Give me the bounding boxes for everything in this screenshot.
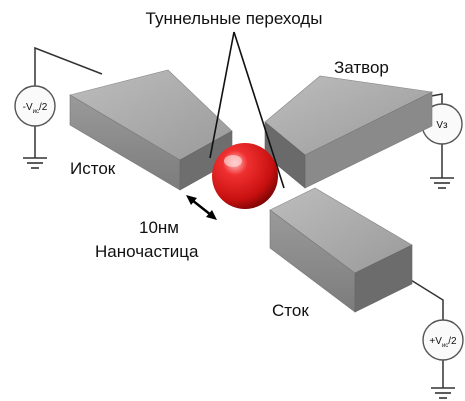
tunnel-junction-pointers xyxy=(209,31,285,189)
drain-voltage-icon: +Vис/2 xyxy=(422,319,464,361)
drain-electrode xyxy=(269,187,413,313)
nanoparticle-label: Наночастица xyxy=(95,242,199,261)
source-electrode xyxy=(69,69,233,191)
source-voltage-icon: -Vис/2 xyxy=(14,85,56,127)
source-label: Исток xyxy=(70,159,116,178)
gate-voltage-label: Vз xyxy=(436,120,448,131)
gate-ground-icon xyxy=(430,177,454,189)
source-voltage-label: -Vис/2 xyxy=(23,102,48,115)
source-wire xyxy=(34,46,103,86)
size-arrow-icon xyxy=(186,195,217,220)
source-ground-icon xyxy=(23,157,47,169)
drain-ground-icon xyxy=(431,387,455,399)
gate-electrode xyxy=(264,75,433,189)
gate-label: Затвор xyxy=(334,58,389,77)
nanoparticle xyxy=(212,143,278,209)
drain-label: Сток xyxy=(272,301,309,320)
drain-wire xyxy=(397,271,444,320)
drain-circuit: +Vис/2 xyxy=(397,271,464,399)
source-circuit: -Vис/2 xyxy=(14,46,103,169)
size-label: 10нм xyxy=(139,218,179,237)
drain-voltage-label: +Vис/2 xyxy=(429,336,457,349)
tunnel-junctions-label: Туннельные переходы xyxy=(146,9,323,28)
